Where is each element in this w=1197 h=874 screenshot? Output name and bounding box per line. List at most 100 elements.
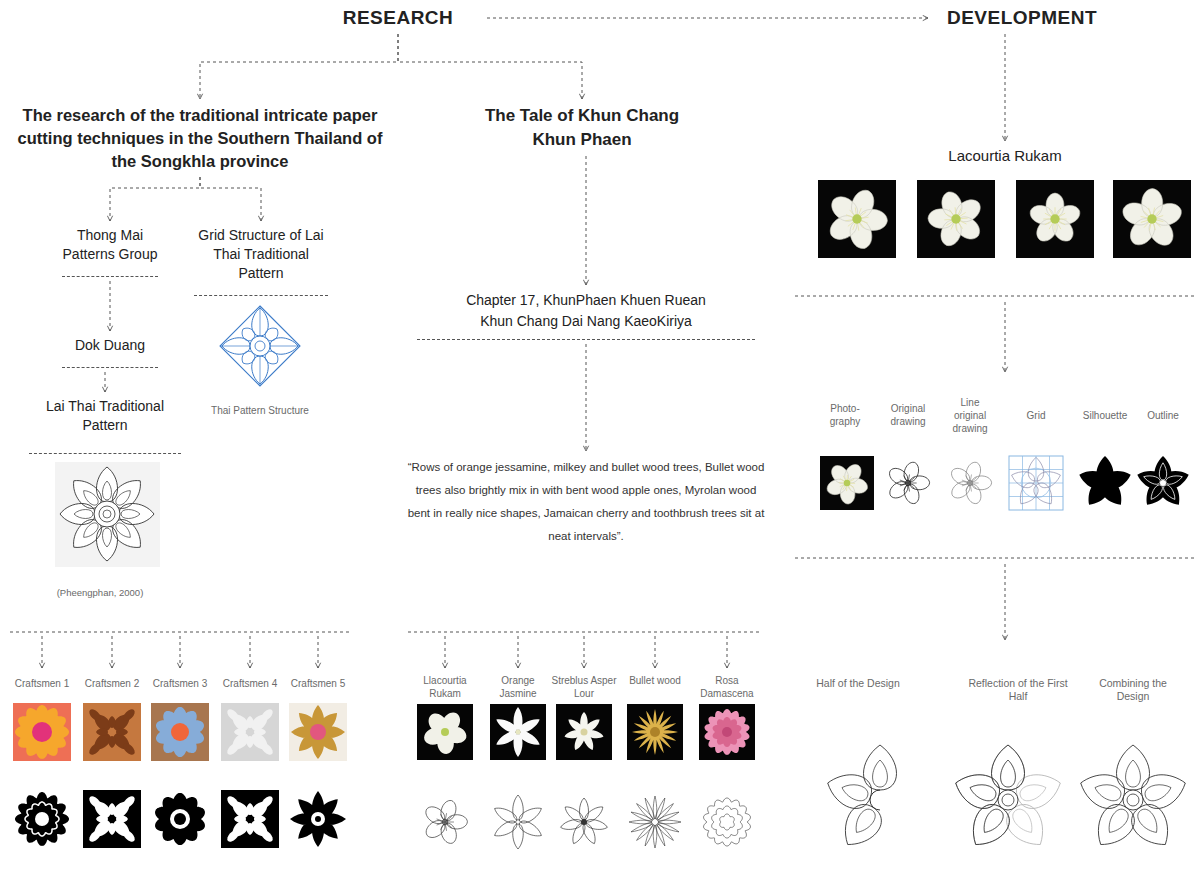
flower-sketch: [952, 462, 992, 503]
silhouette-shape: [155, 793, 205, 845]
node-text: RESEARCH: [313, 6, 483, 30]
dashed-arrow: [727, 636, 728, 668]
silhouette-cut: [25, 802, 59, 836]
caption-label: Line original drawing: [945, 396, 995, 435]
caption-label: Craftsmen 5: [285, 677, 351, 690]
dashed-rule: [10, 632, 350, 633]
node-text: Lai Thai Traditional Pattern: [29, 397, 181, 435]
caption-label: Craftsmen 3: [147, 677, 213, 690]
flower-photo: [556, 704, 612, 760]
stamen-sketch: [445, 822, 454, 823]
step-text: Grid Structure of Lai Thai Traditional P…: [194, 226, 328, 296]
structure-circle: [255, 341, 265, 351]
caption-label: Orange Jasmine: [485, 674, 551, 700]
caption-label: Craftsmen 4: [217, 677, 283, 690]
stamen-sketch: [908, 483, 910, 492]
lace-cut: [121, 828, 137, 844]
lace-cut: [87, 828, 103, 844]
flower-photo: [917, 180, 995, 258]
dashed-arrow: [1005, 564, 1006, 640]
lace-cut: [225, 707, 241, 723]
lace-cut: [259, 794, 275, 810]
flower-photo: [627, 704, 683, 760]
lace-cut: [259, 828, 275, 844]
centre-sketch: [967, 480, 972, 485]
caption-label: Streblus Asper Lour: [546, 674, 622, 700]
centre-sketch: [905, 480, 910, 485]
node-text: “Rows of orange jessamine, milkey and bu…: [405, 456, 767, 548]
craft-photo: [13, 703, 71, 761]
caption-label: Silhouette: [1075, 409, 1135, 422]
centre-sketch: [442, 819, 448, 825]
pattern-circle: [103, 510, 111, 518]
silhouette-shape: [174, 813, 186, 825]
subject-title: Lacourtia Rukam: [905, 146, 1105, 166]
flower-petal: [424, 713, 466, 754]
flower-petal: [632, 709, 678, 755]
lace-cut: [259, 707, 275, 723]
flower-petal: [565, 712, 604, 750]
lace-cut: [225, 741, 241, 757]
lace-cut: [234, 803, 266, 835]
node-text: Chapter 17, KhunPhaen Khuen Ruean Khun C…: [461, 290, 711, 332]
design-petal: [956, 745, 1025, 845]
flower-centre: [650, 727, 660, 737]
lace-ground: [83, 790, 141, 848]
dashed-arrow: [42, 636, 43, 668]
dashed-arrow: [250, 636, 251, 668]
lace-cut: [96, 803, 128, 835]
flower-centre: [1147, 214, 1156, 223]
craft-centre: [310, 724, 326, 740]
lace-cut: [121, 741, 137, 757]
dashed-arrow: [518, 636, 519, 668]
lace-cut: [225, 828, 241, 844]
lace-ground: [221, 703, 279, 761]
flower-petal: [705, 709, 750, 755]
flower-petal: [928, 192, 980, 246]
flower-centre: [581, 729, 588, 736]
flower-petal: [713, 717, 742, 747]
flower-centre: [516, 730, 521, 735]
structure-diamond: [220, 306, 300, 386]
pattern-inner-petal: [74, 481, 140, 547]
grid-frame: [1009, 456, 1063, 510]
column-heading: The research of the traditional intricat…: [4, 104, 396, 173]
flower-sketch: [426, 800, 468, 843]
lace-cut: [87, 794, 103, 810]
lace-ground: [83, 703, 141, 761]
stamen-sketch: [970, 483, 979, 484]
node-text: The research of the traditional intricat…: [4, 104, 396, 173]
step-text: Lai Thai Traditional Pattern: [29, 397, 181, 454]
flower-petal: [496, 707, 539, 757]
flower-photo: [820, 456, 874, 510]
outline-centre: [1160, 480, 1166, 486]
stamen-sketch: [908, 483, 917, 484]
flower-centre: [844, 480, 850, 486]
caption-label: Thai Pattern Structure: [195, 404, 325, 417]
dashed-connector: [110, 177, 200, 221]
design-centre: [1123, 790, 1143, 810]
flower-sketch: [720, 814, 735, 830]
flower-petal: [1123, 189, 1181, 246]
step-text: Thong Mai Patterns Group: [62, 226, 158, 277]
dashed-rule: [408, 632, 760, 633]
caption-label: Craftsmen 1: [9, 677, 75, 690]
flower-petal: [1030, 193, 1080, 241]
structure-petal: [222, 308, 298, 384]
dashed-connector: [200, 34, 398, 99]
pattern-circle: [94, 501, 120, 527]
lace-cut: [96, 716, 128, 748]
design-centre: [1002, 794, 1014, 806]
design-inner-petal: [1095, 760, 1171, 832]
flower-petal: [830, 190, 887, 248]
silhouette-shape: [15, 792, 69, 846]
design-petal: [956, 745, 1061, 845]
dashed-connector: [586, 156, 587, 285]
silhouette-shape: [290, 791, 346, 847]
flower-photo: [417, 704, 473, 760]
caption-label: Outline: [1135, 409, 1191, 422]
caption-label: Reflection of the First Half: [968, 677, 1068, 703]
flower-sketch: [561, 798, 608, 844]
craft-photo: [289, 703, 347, 761]
